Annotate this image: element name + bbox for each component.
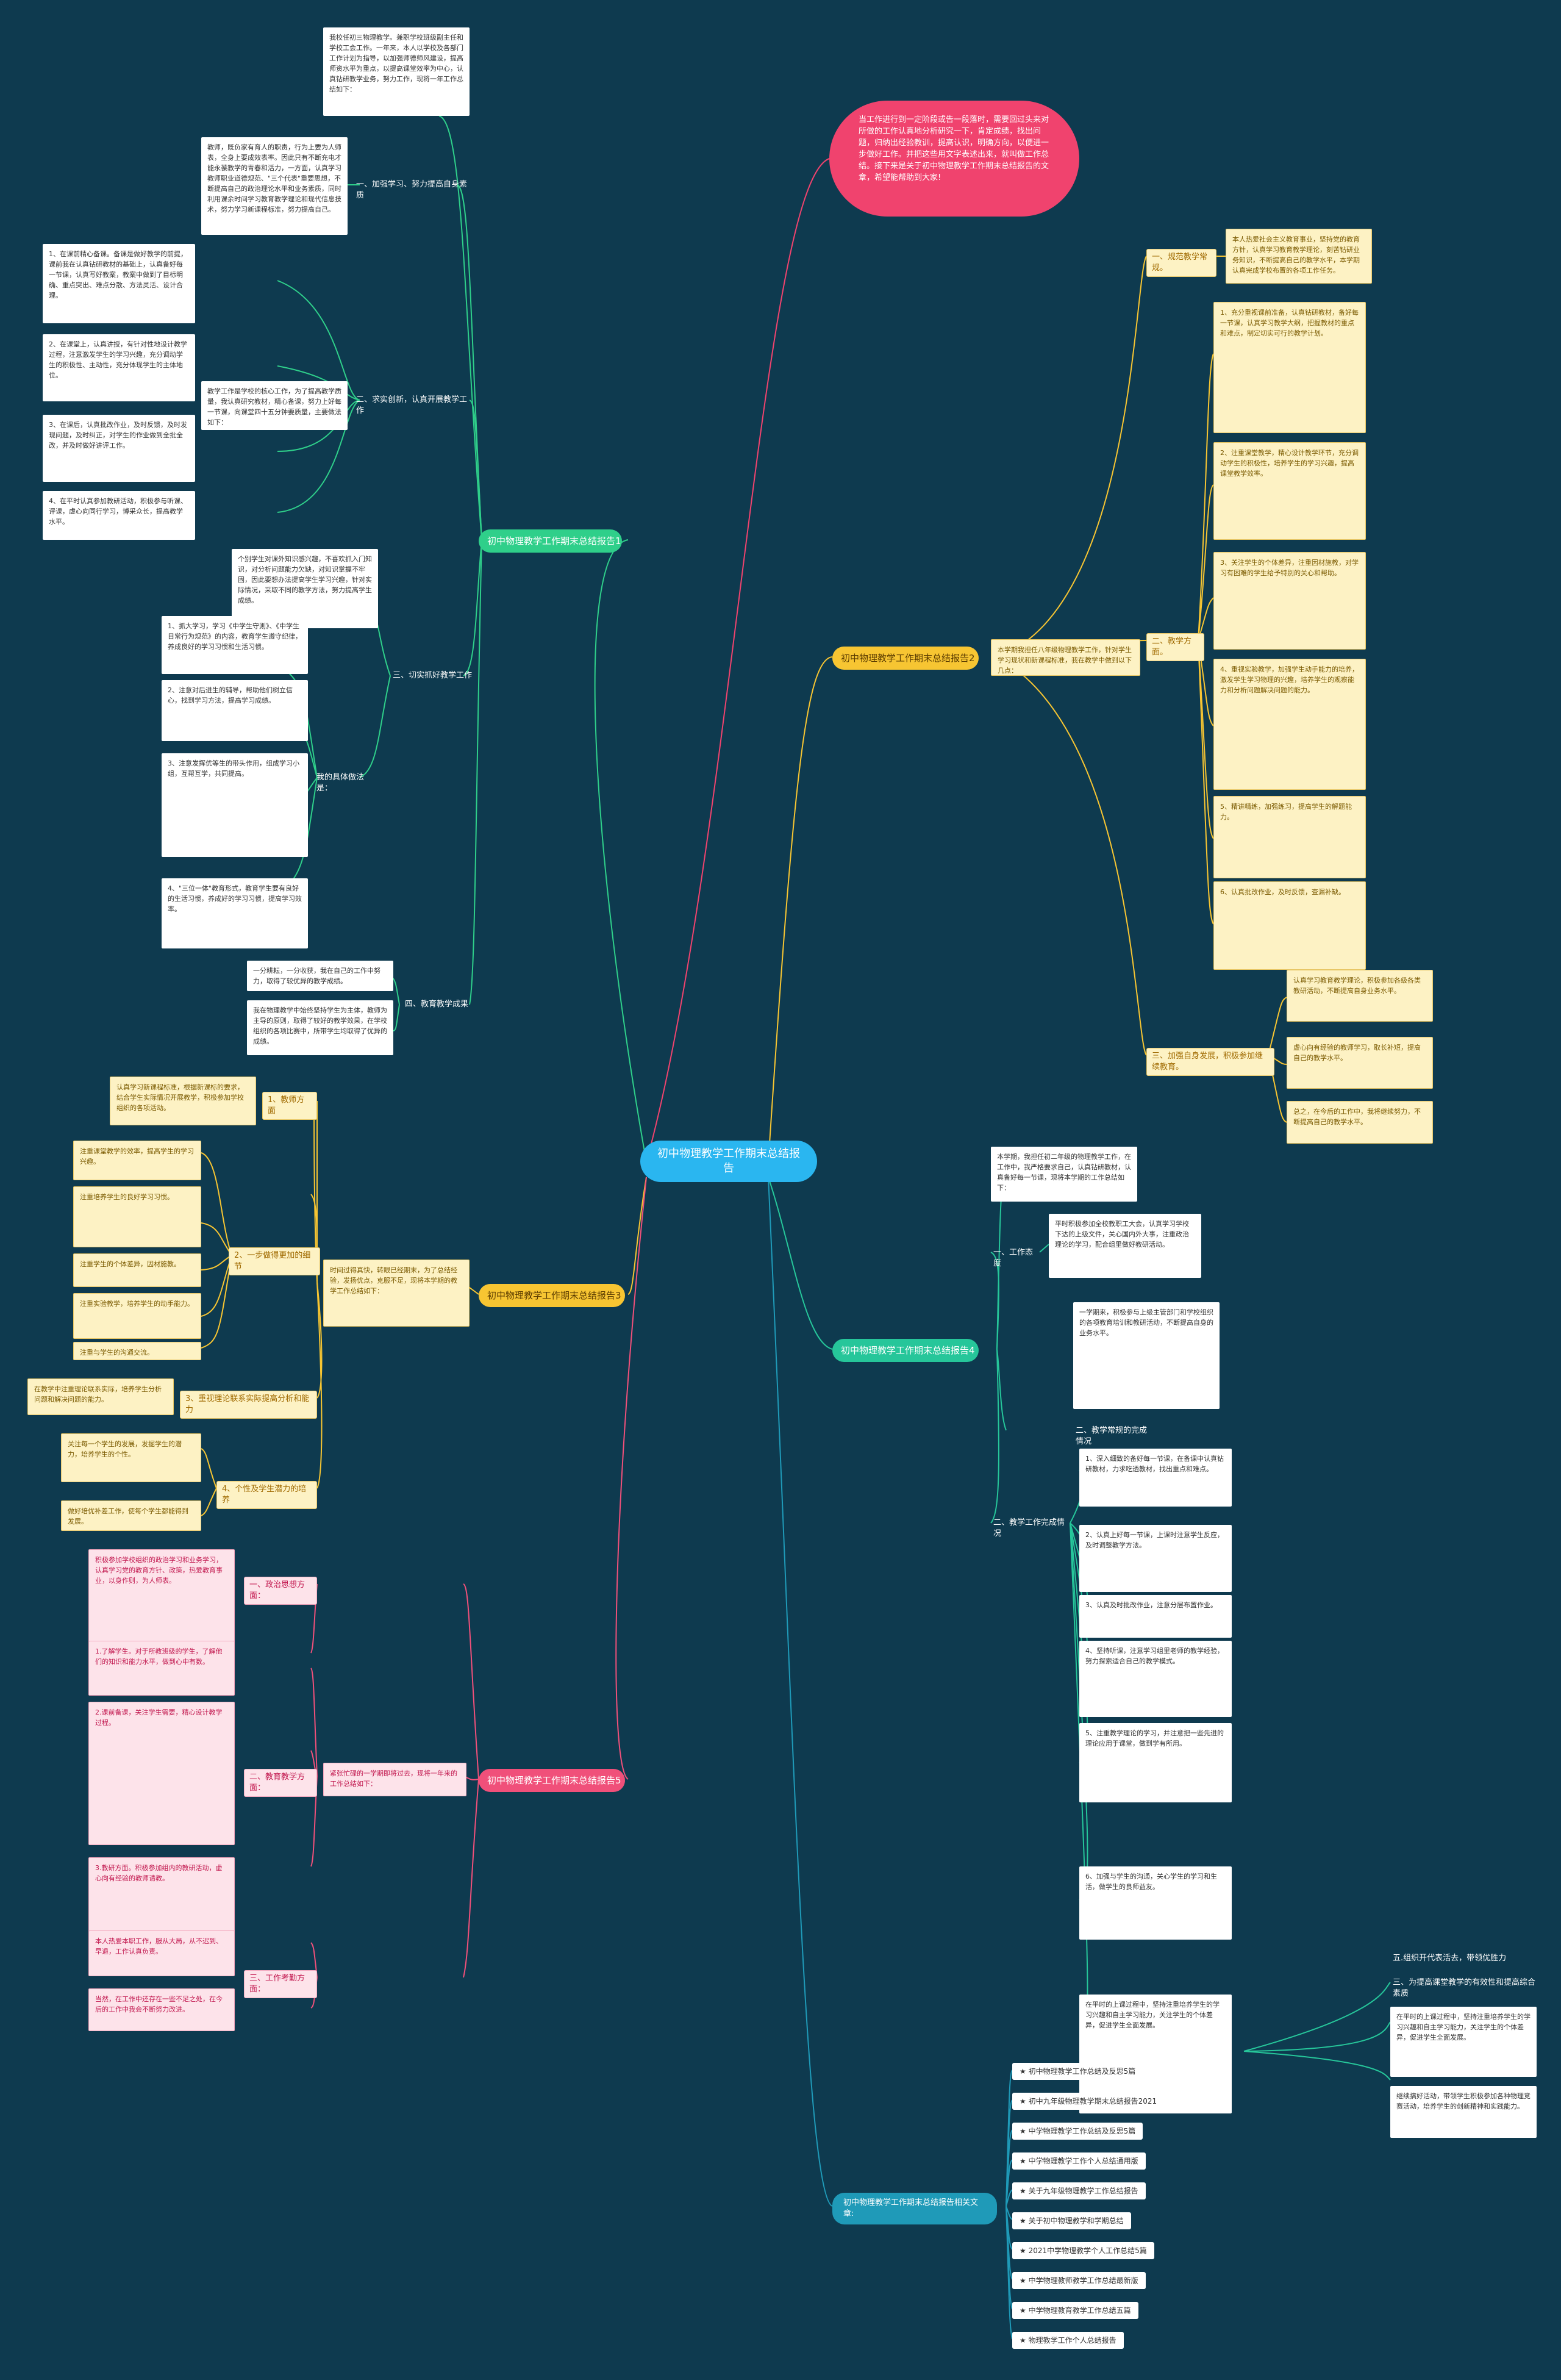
branch-5-title[interactable]: 初中物理教学工作期末总结报告5 xyxy=(479,1769,625,1792)
b4-s3-item-6: 6、加强与学生的沟通，关心学生的学习和生活，做学生的良师益友。 xyxy=(1079,1866,1232,1940)
b4-s1-label[interactable]: 一、工作态度 xyxy=(993,1248,1034,1268)
related-item[interactable]: ★ 初中九年级物理教学期末总结报告2021 xyxy=(1012,2093,1165,2110)
b3-s1-text: 认真学习新课程标准，根据新课标的要求，结合学生实际情况开展教学，积极参加学校组织… xyxy=(110,1077,256,1125)
related-item[interactable]: ★ 物理教学工作个人总结报告 xyxy=(1012,2332,1124,2349)
link-center-b5 xyxy=(615,1177,647,1780)
b5-s2-item-2: 2.课前备课，关注学生需要，精心设计教学过程。 xyxy=(88,1702,235,1845)
b1-s4-text-2: 我在物理教学中始终坚持学生为主体，教师为主导的原则，取得了较好的教学效果，在学校… xyxy=(247,1000,393,1055)
b5-s3-item-1: 本人热爱本职工作，服从大局，从不迟到、早退，工作认真负责。 xyxy=(88,1930,235,1976)
b1-s2-item-2: 2、在课堂上，认真讲授，有针对性地设计教学过程，注意激发学生的学习兴趣，充分调动… xyxy=(43,334,195,401)
b1-s2-item-1: 1、在课前精心备课。备课是做好教学的前提，课前我在认真钻研教材的基础上，认真备好… xyxy=(43,244,195,323)
b4-s5-text: 继续搞好活动，带领学生积极参加各种物理竞赛活动，培养学生的创新精神和实践能力。 xyxy=(1390,2086,1537,2138)
b4-lead: 本学期，我担任初二年级的物理教学工作，在工作中，我严格要求自己，认真钻研教材，认… xyxy=(991,1147,1137,1202)
related-item[interactable]: ★ 中学物理教师教学工作总结最新版 xyxy=(1012,2272,1146,2289)
b2-s2-item-1: 1、充分重视课前准备，认真钻研教材，备好每一节课，认真学习教学大纲，把握教材的重… xyxy=(1213,302,1366,433)
center-topic[interactable]: 初中物理教学工作期末总结报告 xyxy=(640,1141,817,1182)
b2-s3-item-3: 总之，在今后的工作中，我将继续努力，不断提高自己的教学水平。 xyxy=(1287,1101,1433,1144)
b4-s1-text: 平时积极参加全校教职工大会，认真学习学校下达的上级文件，关心国内外大事，注重政治… xyxy=(1049,1214,1201,1278)
b2-s2-label[interactable]: 二、教学方面。 xyxy=(1146,633,1204,661)
b2-s2-item-2: 2、注重课堂教学，精心设计教学环节，充分调动学生的积极性，培养学生的学习兴趣，提… xyxy=(1213,442,1366,540)
b5-s3-label[interactable]: 三、工作考勤方面： xyxy=(244,1970,317,1998)
b5-s2-item-3: 3.教研方面。积极参加组内的教研活动，虚心向有经验的教师请教。 xyxy=(88,1857,235,1937)
b5-s1-text: 积极参加学校组织的政治学习和业务学习，认真学习党的教育方针、政策，热爱教育事业，… xyxy=(88,1549,235,1647)
b2-s2-item-4: 4、重视实验教学，加强学生动手能力的培养，激发学生学习物理的兴趣，培养学生的观察… xyxy=(1213,659,1366,790)
b4-s4-text: 在平时的上课过程中，坚持注重培养学生的学习兴趣和自主学习能力，关注学生的个体差异… xyxy=(1390,2007,1537,2077)
branch-1-title[interactable]: 初中物理教学工作期末总结报告1 xyxy=(479,529,622,553)
b5-s2-item-1: 1.了解学生。对于所教班级的学生，了解他们的知识和能力水平，做到心中有数。 xyxy=(88,1641,235,1696)
b5-s1-label[interactable]: 一、政治思想方面： xyxy=(244,1577,317,1605)
related-item[interactable]: ★ 中学物理教育教学工作总结五篇 xyxy=(1012,2302,1138,2319)
b4-s3-label[interactable]: 二、教学工作完成情况 xyxy=(993,1518,1065,1538)
b4-s5-label[interactable]: 五.组织开代表活去，带领优胜力 xyxy=(1393,1954,1507,1963)
b1-s3-label[interactable]: 三、切实抓好教学工作 xyxy=(393,671,473,680)
b3-lead: 时间过得真快，转眼已经期末，为了总结经验，发扬优点，克服不足，现将本学期的教学工… xyxy=(323,1260,470,1327)
b1-intro-text: 我校任初三物理教学。兼职学校班级副主任和学校工会工作。一年来，本人以学校及各部门… xyxy=(323,27,470,116)
b3-s2-item-5: 注重与学生的沟通交流。 xyxy=(73,1342,201,1360)
b4-s3-item-1: 1、深入细致的备好每一节课，在备课中认真钻研教材，力求吃透教材，找出重点和难点。 xyxy=(1079,1449,1232,1507)
branch-4-title[interactable]: 初中物理教学工作期末总结报告4 xyxy=(832,1339,979,1362)
b1-s3-item-3: 3、注意发挥优等生的带头作用，组成学习小组，互帮互学，共同提高。 xyxy=(162,753,308,857)
b5-lead: 紧张忙碌的一学期即将过去，现将一年来的工作总结如下： xyxy=(323,1763,466,1796)
branch-2-title[interactable]: 初中物理教学工作期末总结报告2 xyxy=(832,647,979,670)
link-center-b3 xyxy=(627,1177,647,1295)
b5-s2-label[interactable]: 二、教育教学方面： xyxy=(244,1769,317,1797)
b4-s3-item-3: 3、认真及时批改作业，注意分层布置作业。 xyxy=(1079,1595,1232,1638)
link-center-b2 xyxy=(768,656,833,1163)
b3-s4-item-1: 关注每一个学生的发展，发掘学生的潜力，培养学生的个性。 xyxy=(61,1433,201,1482)
link-center-related xyxy=(768,1177,833,2207)
b3-s3-text: 在教学中注重理论联系实际，培养学生分析问题和解决问题的能力。 xyxy=(27,1378,174,1415)
related-item[interactable]: ★ 关于初中物理教学和学期总结 xyxy=(1012,2212,1131,2229)
b1-s2-item-3: 3、在课后，认真批改作业，及时反馈，及时发现问题，及时纠正，对学生的作业做到全批… xyxy=(43,415,195,482)
b2-s2-item-3: 3、关注学生的个体差异，注重因材施教，对学习有困难的学生给予特别的关心和帮助。 xyxy=(1213,552,1366,650)
b2-s3-label[interactable]: 三、加强自身发展，积极参加继续教育。 xyxy=(1146,1048,1274,1076)
b1-s2-label[interactable]: 二、求实创新，认真开展教学工作 xyxy=(356,395,468,415)
b3-s2-item-1: 注重课堂教学的效率，提高学生的学习兴趣。 xyxy=(73,1141,201,1180)
related-item[interactable]: ★ 中学物理教学工作个人总结通用版 xyxy=(1012,2152,1146,2170)
b3-s3-label[interactable]: 3、重视理论联系实际提高分析和能力 xyxy=(180,1391,317,1419)
b5-s3-item-2: 当然，在工作中还存在一些不足之处，在今后的工作中我会不断努力改进。 xyxy=(88,1988,235,2031)
b4-s3-item-4: 4、坚持听课，注意学习组里老师的教学经验，努力探索适合自己的教学模式。 xyxy=(1079,1641,1232,1717)
b1-s2-item-4: 4、在平时认真参加教研活动，积极参与听课、评课，虚心向同行学习，博采众长，提高教… xyxy=(43,491,195,540)
related-item[interactable]: ★ 初中物理教学工作总结及反思5篇 xyxy=(1012,2063,1143,2080)
b3-s2-item-4: 注重实验教学，培养学生的动手能力。 xyxy=(73,1293,201,1339)
b1-s3-item-2: 2、注意对后进生的辅导，帮助他们树立信心，找到学习方法，提高学习成绩。 xyxy=(162,680,308,741)
b3-s1-label[interactable]: 1、教师方面 xyxy=(262,1092,317,1120)
b1-s3-sub[interactable]: 我的具体做法是： xyxy=(316,773,365,793)
related-item[interactable]: ★ 2021中学物理教学个人工作总结5篇 xyxy=(1012,2242,1154,2259)
b1-s3-item-1: 1、抓大学习，学习《中学生守则》、《中学生日常行为规范》的内容，教育学生遵守纪律… xyxy=(162,616,308,674)
b2-s3-item-2: 虚心向有经验的教师学习，取长补短，提高自己的教学水平。 xyxy=(1287,1037,1433,1089)
b2-s1-label[interactable]: 一、规范教学常规。 xyxy=(1146,249,1216,277)
b1-s2-text: 教学工作是学校的核心工作，为了提高教学质量，我认真研究教材，精心备课，努力上好每… xyxy=(201,381,348,430)
b1-s4-text-1: 一分耕耘，一分收获，我在自己的工作中努力，取得了较优异的教学成绩。 xyxy=(247,961,393,991)
b1-s4-label[interactable]: 四、教育教学成果 xyxy=(405,1000,469,1009)
link-center-intro xyxy=(646,158,830,1163)
link-center-b4 xyxy=(768,1177,833,1350)
link-center-b1 xyxy=(594,539,647,1163)
b4-s3-item-2: 2、认真上好每一节课，上课时注意学生反应，及时调整教学方法。 xyxy=(1079,1525,1232,1592)
b1-s1-label[interactable]: 一、加强学习、努力提高自身素质 xyxy=(356,180,468,200)
b1-s1-text: 教师，既负家有育人的职责，行为上要为人师表，全身上要成效表率。因此只有不断充电才… xyxy=(201,137,348,235)
b2-s3-item-1: 认真学习教育教学理论，积极参加各级各类教研活动，不断提高自身业务水平。 xyxy=(1287,970,1433,1022)
b3-s2-label[interactable]: 2、一步做得更加的细节 xyxy=(229,1247,320,1275)
intro-bubble[interactable]: 当工作进行到一定阶段或告一段落时，需要回过头来对所做的工作认真地分析研究一下，肯… xyxy=(829,101,1079,217)
b2-s2-item-6: 6、认真批改作业，及时反馈，查漏补缺。 xyxy=(1213,881,1366,970)
b2-s1-text: 本人热爱社会主义教育事业，坚持党的教育方针，认真学习教育教学理论，刻苦钻研业务知… xyxy=(1226,229,1372,284)
b3-s4-label[interactable]: 4、个性及学生潜力的培养 xyxy=(216,1481,317,1509)
b4-s3-item-5: 5、注重教学理论的学习，并注意把一些先进的理论应用于课堂，做到学有所用。 xyxy=(1079,1723,1232,1802)
related-title[interactable]: 初中物理教学工作期末总结报告相关文章: xyxy=(832,2193,997,2224)
b4-s2-text: 一学期来，积极参与上级主管部门和学校组织的各项教育培训和教研活动，不断提高自身的… xyxy=(1073,1302,1220,1409)
b3-s2-item-2: 注重培养学生的良好学习习惯。 xyxy=(73,1186,201,1247)
b1-s3-item-4: 4、"三位一体"教育形式，教育学生要有良好的生活习惯，养成好的学习习惯，提高学习… xyxy=(162,878,308,948)
related-item[interactable]: ★ 关于九年级物理教学工作总结报告 xyxy=(1012,2182,1146,2199)
b3-s4-item-2: 做好培优补差工作，使每个学生都能得到发展。 xyxy=(61,1500,201,1531)
related-item[interactable]: ★ 中学物理教学工作总结及反思5篇 xyxy=(1012,2123,1143,2140)
b2-s2-item-5: 5、精讲精练，加强练习，提高学生的解题能力。 xyxy=(1213,796,1366,878)
b4-s2-label[interactable]: 二、教学常规的完成情况 xyxy=(1076,1426,1148,1446)
branch-3-title[interactable]: 初中物理教学工作期末总结报告3 xyxy=(479,1284,625,1307)
b4-s4-label[interactable]: 三、为提高课堂教学的有效性和提高综合素质 xyxy=(1393,1978,1536,1998)
b2-lead: 本学期我担任八年级物理教学工作，针对学生学习现状和新课程标准，我在教学中做到以下… xyxy=(991,639,1140,676)
b1-s3-text: 个别学生对课外知识感兴趣，不喜欢抓入门知识，对分析问题能力欠缺，对知识掌握不牢固… xyxy=(232,549,378,628)
b3-s2-item-3: 注重学生的个体差异，因材施教。 xyxy=(73,1253,201,1287)
